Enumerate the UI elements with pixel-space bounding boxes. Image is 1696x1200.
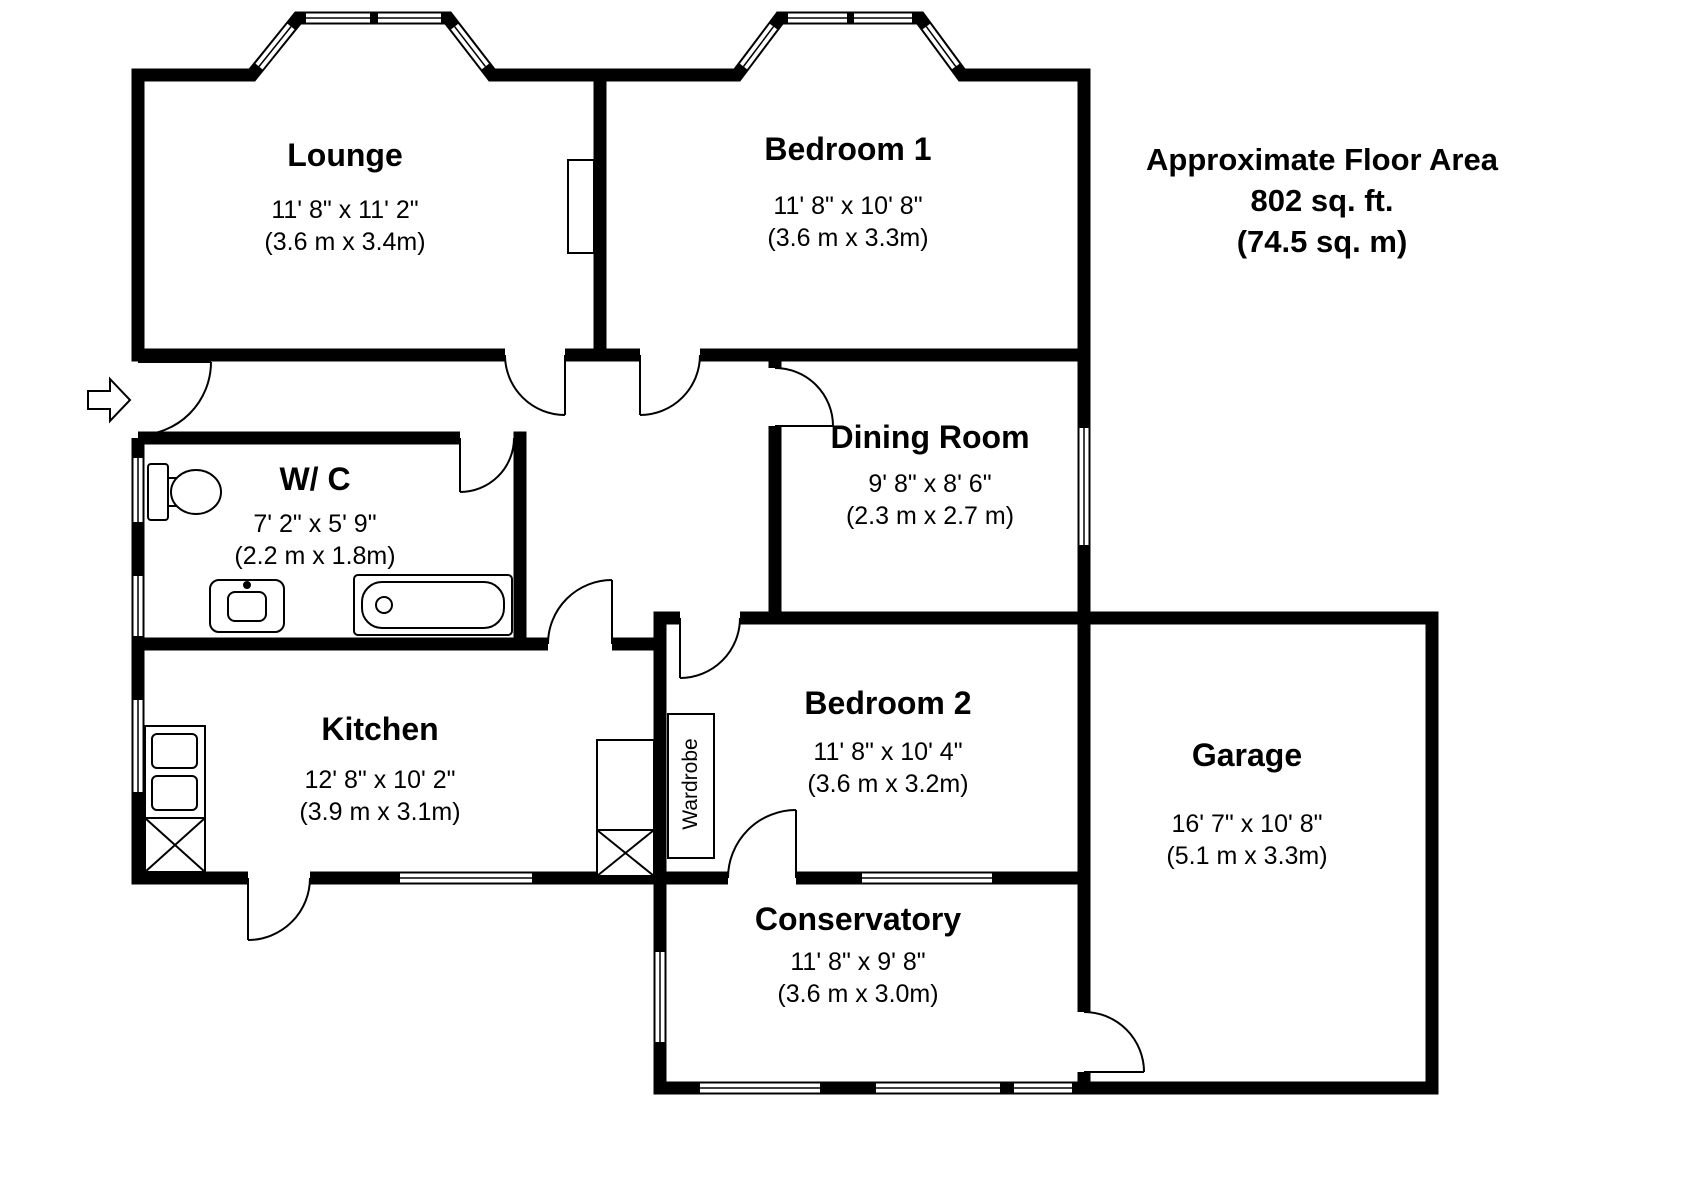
kitchen-cupboard-icon xyxy=(596,739,655,831)
kitchen-dims-imperial: 12' 8" x 10' 2" xyxy=(304,765,456,794)
basin-icon xyxy=(209,579,285,633)
bedroom1-dims-metric: (3.6 m x 3.3m) xyxy=(767,223,929,252)
kitchen-label: Kitchen 12' 8" x 10' 2" (3.9 m x 3.1m) xyxy=(220,711,540,828)
bedroom1-label: Bedroom 1 11' 8" x 10' 8" (3.6 m x 3.3m) xyxy=(688,131,1008,254)
bedroom2-dims-imperial: 11' 8" x 10' 4" xyxy=(813,737,963,766)
windows xyxy=(133,13,1089,1093)
kitchen-appliance-icon xyxy=(144,817,206,873)
kitchen-sink-icon xyxy=(144,725,206,819)
chimney-breast xyxy=(567,159,595,254)
dining-name: Dining Room xyxy=(830,419,1030,455)
garage-dims-metric: (5.1 m x 3.3m) xyxy=(1166,841,1328,870)
lounge-name: Lounge xyxy=(287,137,403,173)
bedroom2-dims-metric: (3.6 m x 3.2m) xyxy=(807,769,969,798)
lounge-dims-metric: (3.6 m x 3.4m) xyxy=(264,227,426,256)
garage-dims-imperial: 16' 7" x 10' 8" xyxy=(1171,809,1323,838)
entry-arrow-icon xyxy=(87,376,132,424)
kitchen-name: Kitchen xyxy=(321,711,439,747)
toilet-icon xyxy=(147,463,222,521)
wc-name: W/ C xyxy=(279,461,351,497)
lounge-label: Lounge 11' 8" x 11' 2" (3.6 m x 3.4m) xyxy=(185,137,505,258)
garage-label: Garage 16' 7" x 10' 8" (5.1 m x 3.3m) xyxy=(1087,737,1407,872)
floor-area-line1: Approximate Floor Area xyxy=(1146,142,1498,177)
conservatory-dims-imperial: 11' 8" x 9' 8" xyxy=(790,947,926,976)
bedroom2-label: Bedroom 2 11' 8" x 10' 4" (3.6 m x 3.2m) xyxy=(728,685,1048,800)
conservatory-label: Conservatory 11' 8" x 9' 8" (3.6 m x 3.0… xyxy=(698,901,1018,1010)
floor-area-line3: (74.5 sq. m) xyxy=(1236,223,1408,259)
floor-area-note: Approximate Floor Area 802 sq. ft. (74.5… xyxy=(1132,140,1512,263)
wc-label: W/ C 7' 2" x 5' 9" (2.2 m x 1.8m) xyxy=(165,461,465,572)
floor-area-line2: 802 sq. ft. xyxy=(1250,182,1394,218)
wc-dims-imperial: 7' 2" x 5' 9" xyxy=(253,509,377,538)
dining-dims-metric: (2.3 m x 2.7 m) xyxy=(845,501,1015,530)
kitchen-dims-metric: (3.9 m x 3.1m) xyxy=(299,797,461,826)
dining-label: Dining Room 9' 8" x 8' 6" (2.3 m x 2.7 m… xyxy=(780,419,1080,532)
wc-dims-metric: (2.2 m x 1.8m) xyxy=(234,541,396,570)
bedroom1-name: Bedroom 1 xyxy=(764,131,932,167)
lounge-dims-imperial: 11' 8" x 11' 2" xyxy=(271,195,419,224)
bedroom1-dims-imperial: 11' 8" x 10' 8" xyxy=(773,191,923,220)
conservatory-name: Conservatory xyxy=(754,901,962,937)
wardrobe-label: Wardrobe xyxy=(679,738,702,830)
bedroom2-name: Bedroom 2 xyxy=(804,685,972,721)
dining-dims-imperial: 9' 8" x 8' 6" xyxy=(868,469,992,498)
kitchen-appliance-2-icon xyxy=(596,829,655,877)
garage-name: Garage xyxy=(1191,737,1303,773)
conservatory-dims-metric: (3.6 m x 3.0m) xyxy=(777,979,939,1008)
wardrobe-box xyxy=(667,713,715,859)
door-arcs xyxy=(137,354,1145,1073)
bathtub-icon xyxy=(353,574,513,636)
